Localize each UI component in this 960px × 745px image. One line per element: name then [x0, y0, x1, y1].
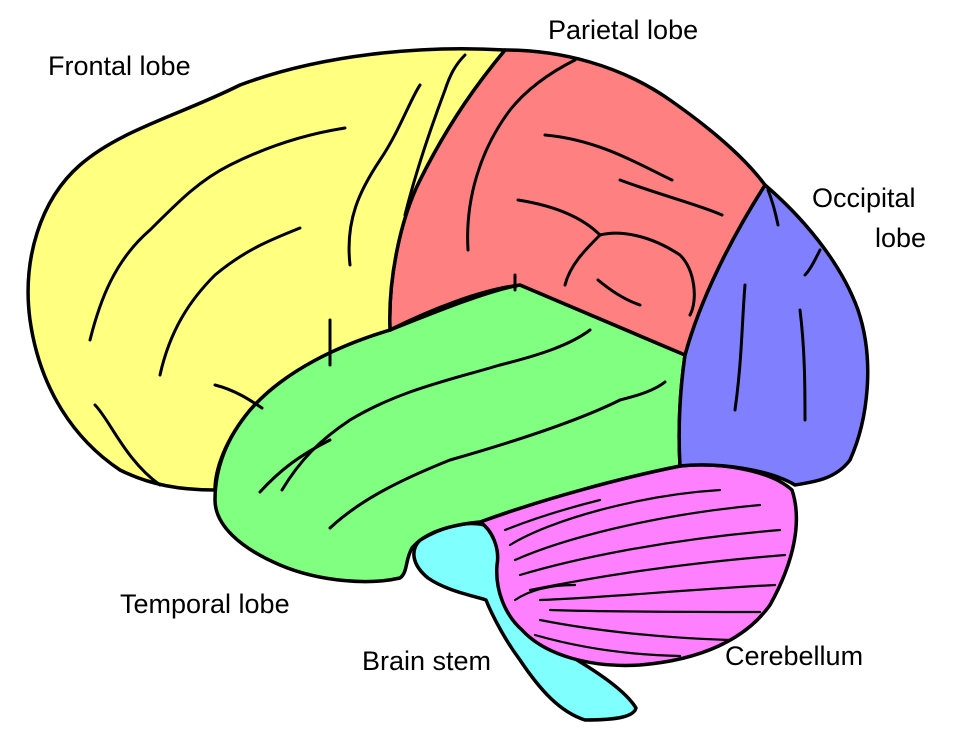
- occipital-lobe-label-line2: lobe: [875, 223, 927, 253]
- cerebellum-folia: [503, 488, 787, 658]
- cerebellum-label: Cerebellum: [725, 641, 864, 671]
- frontal-lobe-label: Frontal lobe: [48, 51, 191, 81]
- occipital-lobe-label-line1: Occipital: [812, 183, 916, 213]
- temporal-lobe-label: Temporal lobe: [120, 589, 290, 619]
- sulci-lines: [88, 53, 822, 530]
- brain-stem-label: Brain stem: [362, 646, 492, 676]
- parietal-lobe-label: Parietal lobe: [548, 15, 699, 45]
- frontal-lobe-region: [26, 47, 507, 492]
